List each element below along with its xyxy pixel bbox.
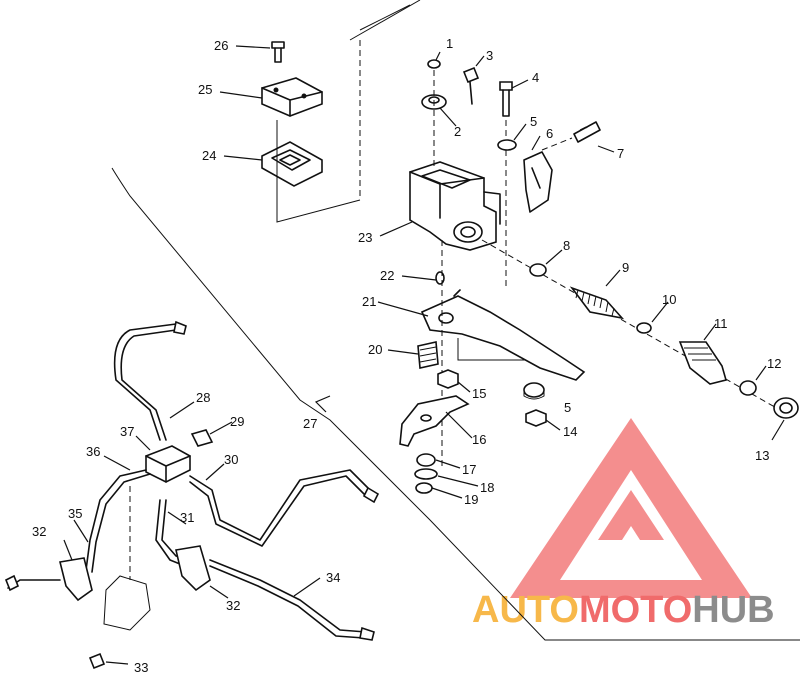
callout-1: 1: [446, 36, 453, 51]
callout-19: 19: [464, 492, 478, 507]
callout-7: 7: [617, 146, 624, 161]
callout-21: 21: [362, 294, 376, 309]
callout-11: 11: [714, 316, 728, 331]
reservoir-cap-assembly: [261, 40, 361, 223]
leader-lines: [63, 45, 785, 665]
brake-line-assembly: [4, 320, 380, 670]
callout-34: 34: [326, 570, 340, 585]
part-callouts: 1 2 3 4 5 5 6 7 8 9 10 11 12 13 14 15 16…: [32, 36, 781, 674]
callout-20: 20: [368, 342, 382, 357]
piston-assembly: [481, 239, 799, 419]
watermark-inner-mark-icon: [598, 490, 664, 540]
callout-14: 14: [563, 424, 577, 439]
watermark-text-auto: AUTO: [472, 589, 579, 631]
callout-32-left: 32: [32, 524, 46, 539]
callout-5-bottom: 5: [564, 400, 571, 415]
watermark-text: AUTOMOTOHUB: [472, 589, 775, 631]
callout-32-right: 32: [226, 598, 240, 613]
callout-6: 6: [546, 126, 553, 141]
callout-9: 9: [622, 260, 629, 275]
callout-18: 18: [480, 480, 494, 495]
watermark-logo: AUTOMOTOHUB: [472, 418, 775, 631]
brake-lever: [420, 240, 586, 470]
callout-30: 30: [224, 452, 238, 467]
callout-25: 25: [198, 82, 212, 97]
callout-26: 26: [214, 38, 228, 53]
callout-33: 33: [134, 660, 148, 674]
section-divider: [111, 0, 800, 641]
callout-12: 12: [767, 356, 781, 371]
lever-fasteners: [399, 341, 547, 494]
callout-29: 29: [230, 414, 244, 429]
callout-13: 13: [755, 448, 769, 463]
watermark-triangle-icon: [510, 418, 752, 598]
callout-22: 22: [380, 268, 394, 283]
callout-31: 31: [180, 510, 194, 525]
callout-3: 3: [486, 48, 493, 63]
callout-15: 15: [472, 386, 486, 401]
callout-36: 36: [86, 444, 100, 459]
master-cylinder-body: [409, 151, 553, 251]
callout-5-top: 5: [530, 114, 537, 129]
callout-16: 16: [472, 432, 486, 447]
callout-27: 27: [303, 416, 317, 431]
callout-17: 17: [462, 462, 476, 477]
callout-10: 10: [662, 292, 676, 307]
watermark-text-moto: MOTO: [579, 589, 692, 631]
callout-4: 4: [532, 70, 539, 85]
callout-24: 24: [202, 148, 216, 163]
top-fasteners: [421, 59, 601, 290]
callout-37: 37: [120, 424, 134, 439]
callout-28: 28: [196, 390, 210, 405]
callout-35: 35: [68, 506, 82, 521]
callout-8: 8: [563, 238, 570, 253]
callout-23: 23: [358, 230, 372, 245]
watermark-text-hub: HUB: [692, 589, 774, 631]
callout-2: 2: [454, 124, 461, 139]
